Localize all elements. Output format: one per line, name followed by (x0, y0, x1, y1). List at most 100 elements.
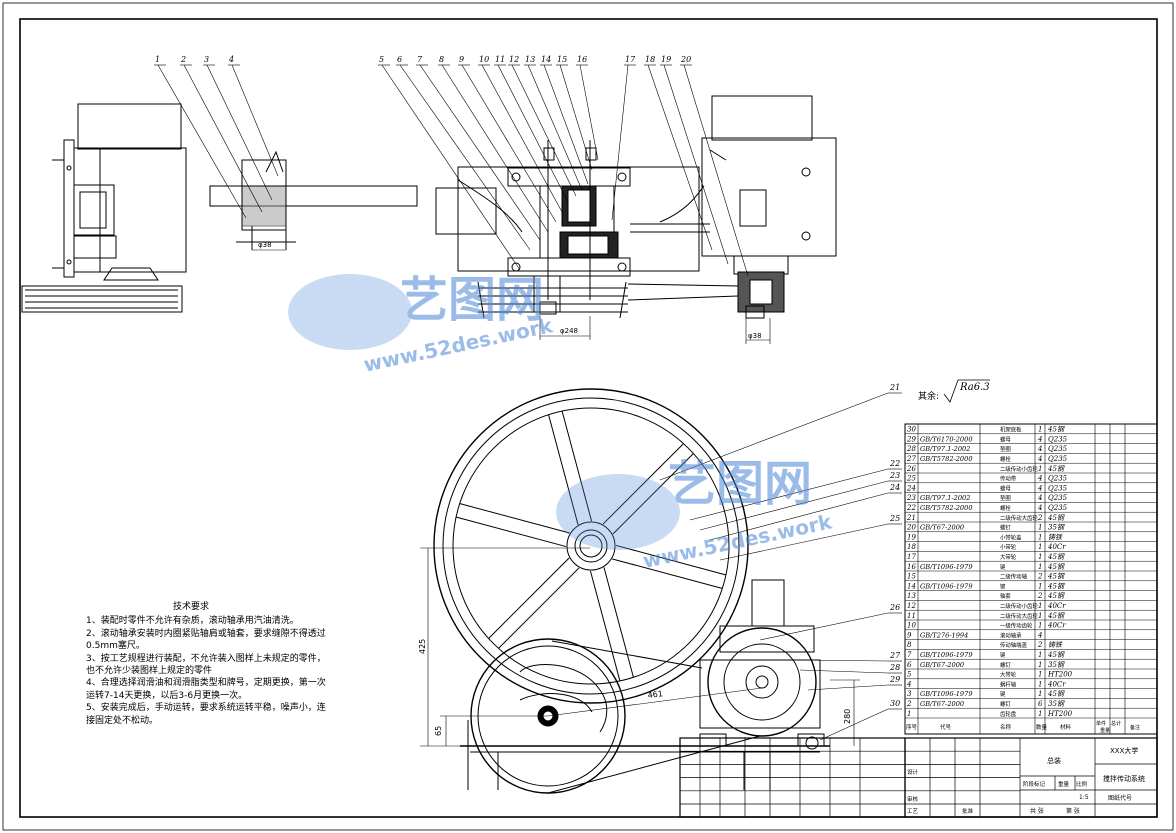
bom-name: 键 (1000, 563, 1006, 571)
bom-no: 10 (907, 622, 916, 630)
bom-qty: 1 (1038, 671, 1042, 679)
title-drawing-name: 搅拌传动系统 (1103, 774, 1145, 783)
bom-name: 垫圈 (1000, 445, 1011, 453)
bom-material: 40Cr (1047, 543, 1066, 551)
bom-header-code: 代号 (940, 723, 952, 731)
bom-name: 齿轮盘 (1000, 710, 1017, 718)
balloon-leaders-bottom (659, 392, 902, 741)
bom-qty: 1 (1038, 680, 1042, 688)
inner-border (19, 18, 1158, 818)
bom-no: 5 (907, 671, 912, 679)
balloon-28: 28 (889, 663, 900, 672)
balloon-26: 26 (889, 603, 900, 612)
bom-material: 45钢 (1047, 651, 1065, 659)
balloon-21: 21 (889, 383, 900, 392)
bom-material: 45钢 (1047, 573, 1065, 581)
bom-name: 机架底板 (1000, 426, 1022, 434)
bom-header-qty: 数量 (1036, 723, 1048, 731)
balloon-15: 15 (557, 55, 567, 64)
bom-material: 35钢 (1048, 524, 1065, 532)
bom-material: 铸铁 (1048, 533, 1063, 541)
title-design: 设计 (907, 768, 919, 776)
bom-material: 45钢 (1047, 553, 1065, 561)
bom-code: GB/T67-2000 (920, 661, 964, 669)
balloon-9: 9 (459, 55, 464, 64)
bom-header-name: 名称 (1000, 723, 1012, 731)
bom-name: 小带轮盖 (1000, 533, 1022, 541)
title-assembly: 总装 (1047, 756, 1061, 765)
bom-material: 35钢 (1048, 661, 1065, 669)
bom-qty: 2 (1037, 573, 1043, 581)
balloon-30: 30 (890, 699, 900, 708)
bom-code: GB/T1096-1979 (920, 651, 973, 659)
bom-qty: 1 (1038, 661, 1042, 669)
bom-name: 大带轮 (1000, 553, 1017, 561)
bom-name: 二级传动小齿轮 (1000, 602, 1038, 610)
bom-qty: 4 (1037, 504, 1042, 512)
bom-material: 40Cr (1047, 622, 1066, 630)
bom-code: GB/T97.1-2002 (920, 445, 970, 453)
bom-name: 键 (1000, 651, 1006, 659)
title-stage-label: 阶段标记 (1023, 780, 1046, 788)
balloon-20: 20 (680, 55, 691, 64)
bom-no: 24 (906, 484, 916, 492)
bom-code: GB/T6170-2000 (920, 435, 973, 443)
watermark-left: 艺图网 www.52des.work (288, 272, 555, 377)
dimension-lines-top (252, 249, 771, 344)
tech-note-3: 3、按工艺规程进行装配，不允许装入图样上未规定的零件，也不允许少装图样上规定的零… (86, 653, 326, 677)
bom-no: 19 (907, 533, 916, 541)
bom-qty: 1 (1038, 543, 1042, 551)
bom-material: Q235 (1048, 475, 1068, 483)
bom-material: Q235 (1048, 435, 1068, 443)
title-sheets: 共 张 (1030, 807, 1044, 815)
balloon-14: 14 (541, 55, 551, 64)
bom-header-remark: 备注 (1130, 724, 1140, 731)
bom-name: 垫圈 (1000, 494, 1011, 502)
bom-material: HT200 (1047, 671, 1073, 679)
bom-name: 蜗杆轴 (1000, 680, 1016, 688)
balloon-27: 27 (889, 651, 901, 660)
bom-qty: 1 (1038, 622, 1042, 630)
watermark-cn-left: 艺图网 (400, 272, 544, 328)
title-block (679, 737, 1158, 818)
bom-material: 45钢 (1047, 465, 1065, 473)
tech-note-4: 4、合理选择润滑油和润滑脂类型和牌号，定期更换，第一次运转7-14天更换，以后3… (86, 678, 326, 701)
bom-name: 螺栓 (1000, 455, 1011, 463)
bom-qty: 1 (1038, 426, 1042, 434)
bom-qty: 1 (1038, 651, 1042, 659)
bom-no: 21 (906, 514, 916, 522)
balloon-3: 3 (204, 55, 209, 64)
title-review: 审核 (907, 795, 919, 803)
balloon-5: 5 (379, 55, 384, 64)
bom-material: 45钢 (1047, 612, 1065, 620)
bom-name: 传动带 (1000, 475, 1017, 483)
bom-qty: 4 (1037, 484, 1042, 492)
balloon-29: 29 (889, 675, 900, 684)
balloon-18: 18 (645, 55, 655, 64)
bom-name: 螺钉 (1000, 700, 1011, 708)
title-scale: 1:5 (1079, 794, 1089, 801)
bom-no: 28 (906, 445, 916, 453)
bom-name: 二级传动轴 (1000, 573, 1027, 581)
title-weight-label: 重量 (1058, 780, 1070, 788)
bom-qty: 1 (1038, 553, 1042, 561)
tech-note-5: 5、安装完成后，手动运转，要求系统运转平稳，噪声小，连接固定处不松动。 (86, 703, 326, 726)
title-scale-label: 比例 (1076, 780, 1088, 788)
bom-qty: 4 (1037, 435, 1042, 443)
bom-material: 40Cr (1047, 680, 1066, 688)
surface-roughness-symbol: 其余: Ra6.3 (918, 379, 990, 403)
bom-no: 8 (907, 641, 912, 649)
bom-qty: 2 (1037, 641, 1043, 649)
